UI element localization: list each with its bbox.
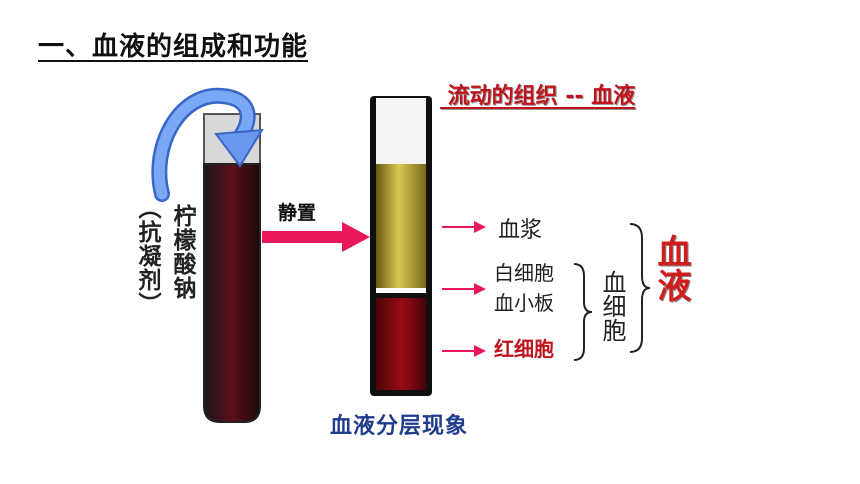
anticoagulant-note: （抗凝剂）	[134, 196, 160, 316]
wbc-label: 白细胞	[494, 261, 554, 285]
left-tube-blood	[203, 163, 261, 423]
buffy-coat-layer	[376, 288, 426, 293]
process-arrow-icon	[262, 222, 370, 252]
page-title: 一、血液的组成和功能	[38, 32, 309, 62]
blood-brace-icon	[629, 223, 651, 353]
separated-tube-illustration	[370, 96, 432, 396]
left-tube-illustration	[151, 87, 264, 423]
plasma-label: 血浆	[498, 218, 543, 243]
rbc-arrow-icon	[442, 345, 486, 357]
subtitle: 流动的组织 -- 血液	[440, 84, 636, 109]
blood-label: 血液	[651, 234, 691, 302]
figure-caption: 血液分层现象	[330, 414, 469, 439]
rest-label: 静置	[278, 202, 317, 224]
plasma-arrow-icon	[442, 221, 486, 233]
rbc-layer	[376, 298, 426, 390]
plasma-layer	[376, 164, 426, 288]
blood-cells-brace-icon	[573, 263, 593, 361]
platelets-label: 血小板	[494, 291, 554, 315]
anticoagulant-label: 柠檬酸钠	[169, 204, 195, 300]
wbc-arrow-icon	[442, 283, 486, 295]
rbc-label: 红细胞	[494, 337, 554, 361]
blood-cells-label: 血细胞	[598, 270, 626, 342]
tube-empty-top	[376, 98, 426, 164]
invert-arrow-icon	[151, 87, 264, 202]
